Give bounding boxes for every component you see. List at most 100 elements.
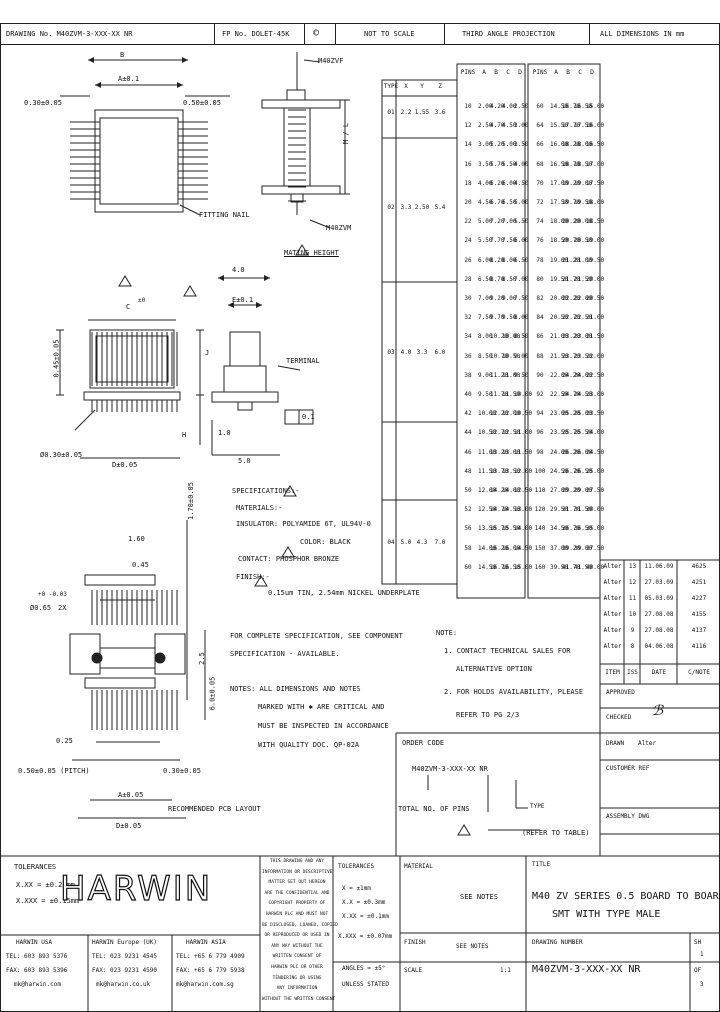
table-header: B: [566, 69, 570, 76]
table-cell: 13.00: [502, 448, 521, 456]
as-mail: mk@harwin.com.sg: [176, 981, 234, 988]
copyright-line: TENDERING OR USING: [272, 975, 322, 981]
table-cell: 26.00: [574, 448, 593, 456]
finish-label: FINISH: [404, 939, 426, 946]
drawn-value: Alter: [638, 740, 657, 747]
table-cell: 34.50: [550, 525, 569, 533]
type-table-cell: 7.0: [434, 539, 446, 546]
order-refer: (REFER TO TABLE): [522, 829, 590, 837]
table-cell: 9.70: [490, 314, 505, 322]
table-cell: 26.50: [574, 467, 593, 475]
dim-phi03: Ø0.30±0.05: [40, 451, 83, 459]
footer-tol3: X.XX = ±0.1mm: [342, 913, 389, 920]
finish-value: SEE NOTES: [456, 943, 489, 950]
table-cell: 25.50: [574, 429, 593, 437]
revision-cell: 27.08.08: [644, 627, 674, 634]
harwin-logo: HARWIN: [59, 869, 213, 909]
table-cell: 3.50: [478, 160, 493, 168]
order-code-value: M40ZVM-3-XXX-XX NR: [412, 765, 488, 773]
table-cell: 58: [464, 544, 472, 552]
drawing-number-header: DRAWING No. M40ZVM-3-XXX-XX NR: [6, 30, 133, 38]
table-cell: 16.00: [550, 141, 569, 149]
dim-h: H: [182, 431, 187, 439]
order-code-title: ORDER CODE: [402, 739, 445, 747]
table-cell: 18: [464, 179, 472, 187]
complete-spec-line2: SPECIFICATION - AVAILABLE.: [230, 650, 340, 658]
table-cell: 96: [536, 429, 544, 437]
table-header: PINS: [460, 69, 476, 76]
table-cell: 11.20: [490, 371, 509, 379]
table-cell: 66: [536, 141, 544, 149]
table-cell: 20.50: [574, 237, 593, 245]
table-cell: 8.50: [514, 333, 529, 341]
table-cell: 19.70: [562, 199, 581, 206]
revision-cell: 27.03.09: [644, 579, 674, 586]
table-header: B: [494, 69, 498, 76]
table-cell: 38: [464, 371, 472, 379]
table-cell: 13.50: [478, 525, 497, 533]
revision-cell: 13: [628, 563, 637, 570]
table-cell: 30.00: [586, 506, 605, 514]
footer-tol4: X.XXX = ±0.07mm: [338, 933, 393, 940]
revision-cell: 9: [630, 627, 635, 634]
table-cell: 23.70: [562, 352, 581, 360]
table-cell: 39.50: [550, 563, 569, 571]
revision-cell: Alter: [603, 563, 622, 570]
table-cell: 11.00: [502, 371, 521, 379]
table-cell: 20.00: [574, 218, 593, 226]
table-cell: 23.00: [550, 410, 569, 418]
table-header: D: [590, 69, 594, 76]
table-cell: 9.00: [514, 352, 529, 360]
type-table-cell: 5.0: [400, 539, 412, 546]
table-cell: 12.70: [490, 429, 509, 437]
table-cell: 13.50: [502, 467, 521, 475]
table-cell: 18.00: [550, 218, 569, 226]
table-cell: 16.70: [490, 563, 509, 571]
table-cell: 10.70: [490, 352, 509, 360]
layout-dim-25: 2.5: [197, 652, 206, 665]
table-cell: 21.50: [586, 333, 605, 341]
note-2b: REFER TO PG 2/3: [456, 711, 520, 719]
table-cell: 110: [534, 487, 546, 494]
order-total-pins: TOTAL NO. OF PINS: [398, 805, 470, 813]
table-cell: 56: [464, 525, 472, 533]
table-cell: 40: [464, 391, 472, 398]
dim-j: J: [205, 349, 210, 357]
table-cell: 24.50: [574, 391, 593, 398]
table-cell: 10.50: [478, 429, 497, 437]
table-cell: 37.00: [550, 544, 569, 552]
table-cell: 36.70: [562, 525, 581, 533]
table-cell: 82: [536, 295, 544, 302]
eu-tel: TEL: 023 9231 4545: [92, 953, 158, 960]
table-cell: 41.70: [562, 563, 581, 571]
table-cell: 9.50: [502, 314, 517, 322]
eu-fax: FAX: 023 9231 4590: [92, 967, 158, 974]
table-cell: 24.00: [574, 371, 593, 379]
layout-dim-d: D±0.05: [116, 822, 142, 830]
table-cell: 60: [536, 103, 544, 110]
table-header: D: [518, 69, 522, 76]
table-cell: 21.00: [586, 314, 605, 322]
table-cell: 18.50: [550, 237, 569, 245]
table-cell: 19.00: [574, 179, 593, 187]
table-cell: 2.50: [478, 122, 493, 130]
table-header: PINS: [532, 69, 548, 76]
table-cell: 88: [536, 352, 544, 360]
type-table-cell: 3.6: [434, 109, 446, 116]
copyright-line: THIS DRAWING AND ANY: [269, 859, 325, 864]
table-cell: 68: [536, 160, 544, 168]
recommended-layout-label: RECOMMENDED PCB LAYOUT: [168, 805, 261, 813]
table-cell: 94: [536, 410, 544, 418]
table-cell: 24.00: [586, 429, 605, 437]
type-table-cell: 5.4: [434, 204, 446, 211]
table-cell: 4.50: [514, 179, 529, 187]
layout-dim-170: 1.70±0.05: [187, 482, 195, 520]
type-table-cell: 2.50: [414, 204, 430, 211]
table-cell: 17.00: [586, 160, 605, 168]
table-cell: 22.00: [586, 352, 605, 360]
table-cell: 14: [464, 141, 472, 149]
table-cell: 10.20: [490, 333, 509, 341]
dim-030: 0.30±0.05: [24, 99, 62, 107]
table-cell: 120: [534, 506, 546, 514]
type-table-cell: 04: [387, 539, 395, 546]
